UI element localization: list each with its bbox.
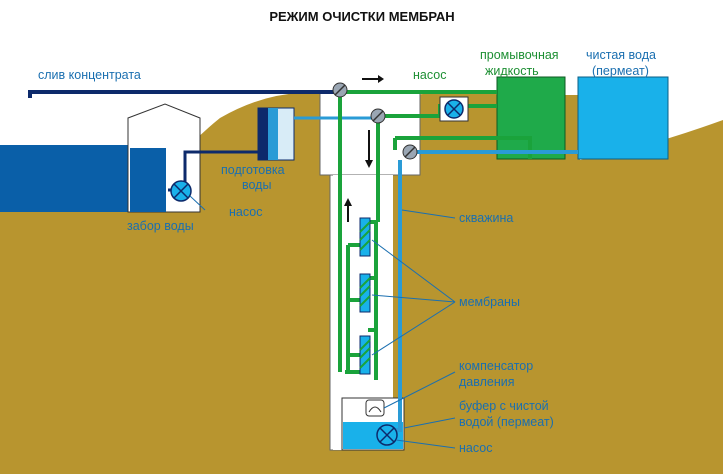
label-membranes: мембраны (459, 295, 520, 309)
label-compensator-2: давления (459, 375, 515, 389)
label-bottom-pump: насос (459, 441, 492, 455)
pressure-compensator-icon (365, 399, 385, 417)
valve-icon (332, 82, 348, 98)
pump-icon (170, 180, 192, 202)
concentrate-drain-pipe (28, 90, 340, 98)
label-water-intake: забор воды (127, 219, 194, 233)
label-clean-2: (пермеат) (592, 64, 649, 78)
flow-arrow-icon (365, 130, 373, 168)
label-pump-top: насос (413, 68, 446, 82)
membrane-icon (359, 273, 371, 313)
pump-icon (439, 96, 469, 122)
membrane-icon (359, 217, 371, 257)
sea (0, 145, 130, 212)
label-flush-1: промывочная (480, 48, 559, 62)
label-flush-2: жидкость (485, 64, 539, 78)
label-pretreat-2: воды (242, 178, 271, 192)
flow-arrow-icon (344, 198, 352, 222)
valve-icon (370, 108, 386, 124)
ground (0, 93, 330, 474)
label-intake-pump: насос (229, 205, 262, 219)
label-pretreat-1: подготовка (221, 163, 285, 177)
label-clean-1: чистая вода (586, 48, 656, 62)
label-buffer-1: буфер с чистой (459, 399, 549, 413)
label-compensator-1: компенсатор (459, 359, 533, 373)
label-buffer-2: водой (пермеат) (459, 415, 554, 429)
clean-water-tank (577, 76, 669, 160)
label-concentrate-drain: слив концентрата (38, 68, 141, 82)
membrane-icon (359, 335, 371, 375)
pump-icon (376, 424, 398, 446)
label-well: скважина (459, 211, 513, 225)
flow-arrow-icon (362, 75, 384, 83)
leader-lines (189, 195, 456, 449)
ground-right (415, 91, 723, 474)
valve-icon (402, 144, 418, 160)
diagram-title: РЕЖИМ ОЧИСТКИ МЕМБРАН (269, 9, 454, 24)
